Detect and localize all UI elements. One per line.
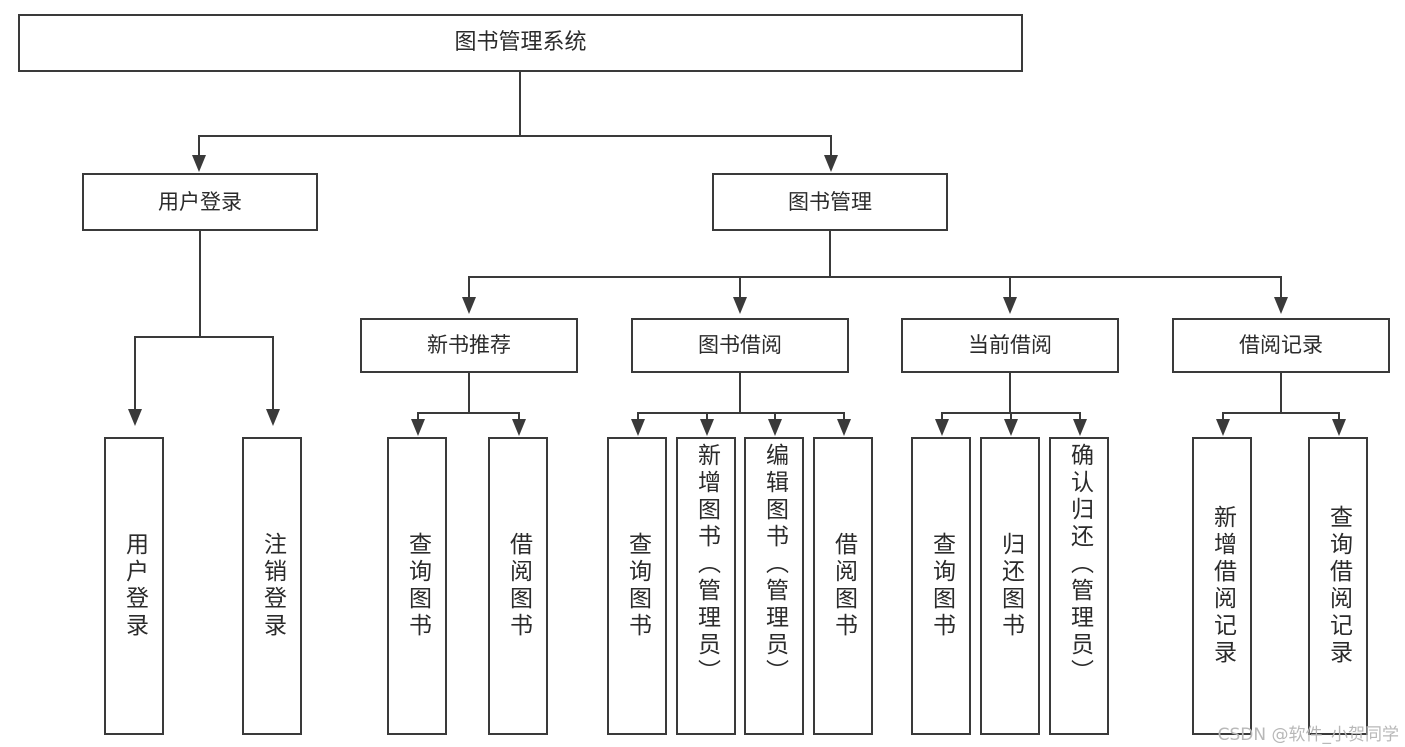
leaf-query-book-current[interactable]: 查询图书: [911, 437, 971, 735]
connector-borrow-bus: [637, 412, 845, 414]
leaf-query-book-recommend[interactable]: 查询图书: [387, 437, 447, 735]
connector-current-drop-1: [941, 412, 943, 422]
node-label: 图书管理: [788, 189, 872, 214]
arrow-head-record-1: [1216, 419, 1230, 436]
node-label: 图书管理系统: [454, 30, 587, 55]
connector-current-drop-2: [1010, 412, 1012, 422]
connector-borrow-drop-4: [843, 412, 845, 422]
node-label: 图书借阅: [698, 333, 782, 357]
node-label: 查询图书: [624, 532, 651, 640]
leaf-borrow-book[interactable]: 借阅图书: [813, 437, 873, 735]
connector-current-drop-3: [1079, 412, 1081, 422]
arrow-head-root-2: [824, 155, 838, 172]
connector-userlogin-stem: [199, 231, 201, 337]
connector-root-drop-1: [198, 135, 200, 158]
connector-userlogin-drop-2: [272, 336, 274, 412]
arrow-head-newbook-1: [411, 419, 425, 436]
leaf-user-login[interactable]: 用户登录: [104, 437, 164, 735]
arrow-head-borrow-4: [837, 419, 851, 436]
node-label: 借阅图书: [830, 532, 857, 640]
arrow-head-bookmgmt-4: [1274, 297, 1288, 314]
arrow-head-bookmgmt-3: [1003, 297, 1017, 314]
leaf-return-book[interactable]: 归还图书: [980, 437, 1040, 735]
connector-bookmgmt-bus: [468, 276, 1280, 278]
node-label: 新增图书（管理员）: [693, 443, 720, 686]
arrow-head-current-3: [1073, 419, 1087, 436]
connector-current-stem: [1009, 373, 1011, 413]
node-label: 新书推荐: [427, 333, 511, 357]
arrow-head-userlogin-1: [128, 409, 142, 426]
arrow-head-root-1: [192, 155, 206, 172]
arrow-head-borrow-2: [700, 419, 714, 436]
leaf-add-book-admin[interactable]: 新增图书（管理员）: [676, 437, 736, 735]
node-borrow-record[interactable]: 借阅记录: [1172, 318, 1390, 373]
connector-record-bus: [1222, 412, 1340, 414]
connector-record-stem: [1280, 373, 1282, 413]
arrow-head-borrow-3: [768, 419, 782, 436]
connector-bookmgmt-drop-2: [739, 276, 741, 300]
connector-borrow-stem: [739, 373, 741, 413]
node-label: 当前借阅: [968, 333, 1052, 357]
connector-borrow-drop-1: [637, 412, 639, 422]
connector-record-drop-2: [1338, 412, 1340, 422]
leaf-edit-book-admin[interactable]: 编辑图书（管理员）: [744, 437, 804, 735]
node-label: 用户登录: [121, 532, 148, 640]
leaf-query-borrow-record[interactable]: 查询借阅记录: [1308, 437, 1368, 735]
connector-bookmgmt-drop-3: [1009, 276, 1011, 300]
node-root-book-management-system[interactable]: 图书管理系统: [18, 14, 1023, 72]
connector-borrow-drop-2: [706, 412, 708, 422]
arrow-head-current-1: [935, 419, 949, 436]
connector-record-drop-1: [1222, 412, 1224, 422]
connector-userlogin-drop-1: [134, 336, 136, 412]
connector-bookmgmt-drop-1: [468, 276, 470, 300]
node-label: 借阅记录: [1239, 333, 1323, 357]
connector-root-bus: [198, 135, 832, 137]
connector-newbook-drop-1: [417, 412, 419, 422]
node-user-login[interactable]: 用户登录: [82, 173, 318, 231]
node-label: 注销登录: [259, 532, 286, 640]
node-label: 归还图书: [997, 532, 1024, 640]
arrow-head-current-2: [1004, 419, 1018, 436]
leaf-add-borrow-record[interactable]: 新增借阅记录: [1192, 437, 1252, 735]
node-label: 查询借阅记录: [1325, 505, 1352, 667]
connector-root-stem: [519, 72, 521, 136]
node-label: 查询图书: [404, 532, 431, 640]
node-book-borrow[interactable]: 图书借阅: [631, 318, 849, 373]
node-label: 新增借阅记录: [1209, 505, 1236, 667]
connector-userlogin-bus: [134, 336, 274, 338]
watermark: CSDN @软件_小贺同学: [1217, 725, 1399, 745]
connector-bookmgmt-stem: [829, 231, 831, 277]
connector-root-drop-2: [830, 135, 832, 158]
leaf-confirm-return-admin[interactable]: 确认归还（管理员）: [1049, 437, 1109, 735]
node-label: 查询图书: [928, 532, 955, 640]
node-new-book-recommend[interactable]: 新书推荐: [360, 318, 578, 373]
arrow-head-newbook-2: [512, 419, 526, 436]
node-label: 确认归还（管理员）: [1066, 443, 1093, 686]
connector-bookmgmt-drop-4: [1280, 276, 1282, 300]
connector-newbook-bus: [417, 412, 520, 414]
node-label: 借阅图书: [505, 532, 532, 640]
leaf-logout[interactable]: 注销登录: [242, 437, 302, 735]
leaf-query-book-borrow[interactable]: 查询图书: [607, 437, 667, 735]
arrow-head-bookmgmt-2: [733, 297, 747, 314]
arrow-head-borrow-1: [631, 419, 645, 436]
node-current-borrow[interactable]: 当前借阅: [901, 318, 1119, 373]
connector-newbook-drop-2: [518, 412, 520, 422]
arrow-head-record-2: [1332, 419, 1346, 436]
connector-newbook-stem: [468, 373, 470, 413]
arrow-head-bookmgmt-1: [462, 297, 476, 314]
node-book-management[interactable]: 图书管理: [712, 173, 948, 231]
connector-borrow-drop-3: [774, 412, 776, 422]
node-label: 编辑图书（管理员）: [761, 443, 788, 686]
arrow-head-userlogin-2: [266, 409, 280, 426]
node-label: 用户登录: [158, 189, 242, 214]
leaf-borrow-book-recommend[interactable]: 借阅图书: [488, 437, 548, 735]
